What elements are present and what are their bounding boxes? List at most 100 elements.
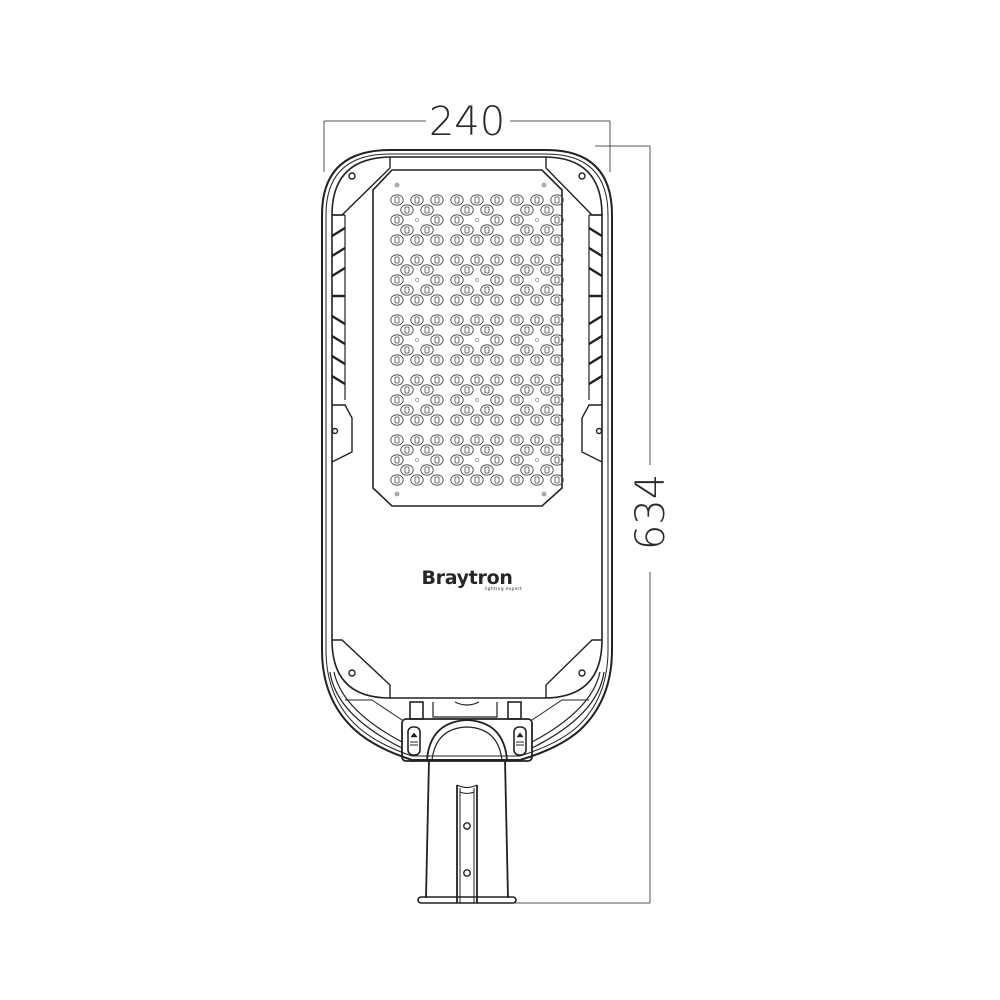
led-chip xyxy=(420,224,434,236)
led-chip xyxy=(470,294,484,306)
led-chip xyxy=(400,444,414,456)
led-chip xyxy=(480,384,494,396)
led-chip xyxy=(430,274,444,286)
led-chip xyxy=(520,464,534,476)
led-chip xyxy=(490,294,504,306)
module-screw-icon xyxy=(535,278,539,282)
led-chip xyxy=(550,374,564,386)
led-chip xyxy=(390,374,404,386)
led-chip xyxy=(430,434,444,446)
led-chip xyxy=(520,404,534,416)
led-chip xyxy=(550,414,564,426)
led-chip xyxy=(470,374,484,386)
led-chip xyxy=(450,314,464,326)
led-chip xyxy=(460,344,474,356)
led-chip xyxy=(480,204,494,216)
led-chip xyxy=(510,194,524,206)
led-chip xyxy=(450,454,464,466)
led-chip xyxy=(510,374,524,386)
led-chip xyxy=(410,474,424,486)
width-dimension-label: 240 xyxy=(429,99,505,145)
led-chip xyxy=(520,284,534,296)
led-chip xyxy=(420,344,434,356)
led-chip xyxy=(420,204,434,216)
led-module xyxy=(450,254,504,306)
led-chip xyxy=(450,394,464,406)
led-module xyxy=(450,374,504,426)
led-chip xyxy=(390,194,404,206)
height-dimension-label: 634 xyxy=(628,474,674,550)
mounting-screw-holes xyxy=(331,172,603,677)
led-chip xyxy=(390,214,404,226)
led-chip xyxy=(410,374,424,386)
led-chip xyxy=(420,264,434,276)
led-chip xyxy=(470,234,484,246)
led-chip xyxy=(410,314,424,326)
led-chip xyxy=(540,264,554,276)
led-chip xyxy=(530,474,544,486)
led-chip xyxy=(400,384,414,396)
height-dimension xyxy=(514,145,651,904)
led-chip xyxy=(430,314,444,326)
led-chip xyxy=(550,294,564,306)
led-chip xyxy=(450,374,464,386)
led-chip xyxy=(430,454,444,466)
module-screw-icon xyxy=(415,278,419,282)
led-chip xyxy=(430,194,444,206)
led-module xyxy=(510,434,564,486)
led-chip xyxy=(430,334,444,346)
led-chip xyxy=(550,254,564,266)
led-chip xyxy=(400,224,414,236)
led-chip xyxy=(420,284,434,296)
led-chip xyxy=(390,294,404,306)
led-chip xyxy=(390,414,404,426)
led-chip xyxy=(490,414,504,426)
led-module xyxy=(390,254,444,306)
led-chip xyxy=(430,254,444,266)
led-chip xyxy=(510,454,524,466)
led-chip xyxy=(550,214,564,226)
module-screw-icon xyxy=(415,218,419,222)
led-chip xyxy=(400,404,414,416)
led-module xyxy=(390,194,444,246)
led-chip xyxy=(460,204,474,216)
led-chip xyxy=(540,444,554,456)
led-chip xyxy=(450,254,464,266)
led-chip xyxy=(470,414,484,426)
led-chip xyxy=(550,434,564,446)
led-chip xyxy=(510,314,524,326)
led-chip xyxy=(420,404,434,416)
led-chip xyxy=(390,334,404,346)
brand-name: Braytron xyxy=(421,567,512,589)
led-chip xyxy=(550,314,564,326)
led-module xyxy=(510,314,564,366)
led-module xyxy=(450,194,504,246)
led-chip xyxy=(490,214,504,226)
led-chip xyxy=(540,284,554,296)
led-chip xyxy=(460,384,474,396)
led-chip xyxy=(550,274,564,286)
led-chip xyxy=(470,474,484,486)
led-chip xyxy=(550,454,564,466)
led-grid xyxy=(390,194,564,486)
led-chip xyxy=(530,254,544,266)
led-chip xyxy=(430,234,444,246)
led-chip xyxy=(400,284,414,296)
led-module xyxy=(390,374,444,426)
led-chip xyxy=(540,324,554,336)
led-chip xyxy=(510,394,524,406)
led-chip xyxy=(490,434,504,446)
led-chip xyxy=(450,434,464,446)
module-screw-icon xyxy=(415,398,419,402)
led-chip xyxy=(390,274,404,286)
led-chip xyxy=(510,334,524,346)
led-chip xyxy=(550,234,564,246)
led-chip xyxy=(430,474,444,486)
led-chip xyxy=(410,194,424,206)
led-chip xyxy=(530,414,544,426)
led-chip xyxy=(480,284,494,296)
led-chip xyxy=(530,294,544,306)
led-chip xyxy=(460,404,474,416)
led-chip xyxy=(480,324,494,336)
